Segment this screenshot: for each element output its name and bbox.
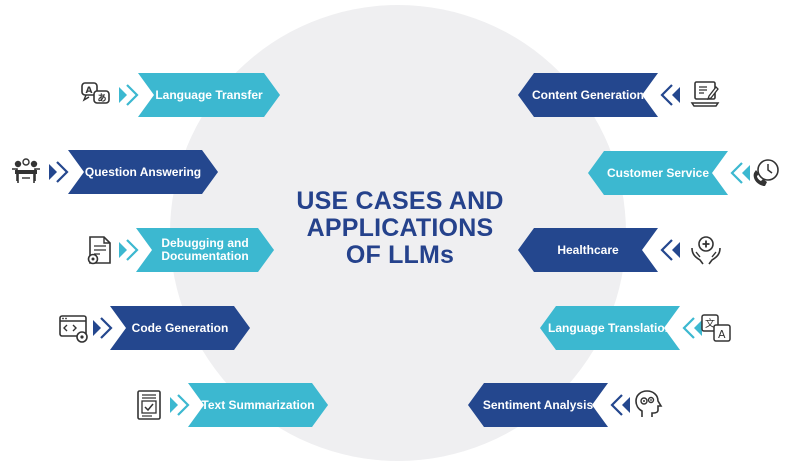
chevron-left-icon — [726, 151, 752, 195]
svg-text:A: A — [718, 328, 726, 341]
use-case-sentiment-analysis: Sentiment Analysis — [468, 383, 666, 427]
summary-document-icon — [134, 389, 166, 421]
use-case-label: Customer Service — [588, 151, 728, 195]
use-case-label: Debugging and Documentation — [136, 228, 274, 272]
use-case-healthcare: Healthcare — [518, 228, 724, 272]
chevron-left-icon — [678, 306, 704, 350]
use-case-label: Language Translation — [540, 306, 680, 350]
use-case-debugging-documentation: Debugging and Documentation — [84, 228, 274, 272]
chevron-left-icon — [656, 73, 682, 117]
document-gear-icon — [84, 234, 116, 266]
use-case-text-summarization: Text Summarization — [134, 383, 328, 427]
head-gears-icon — [632, 389, 664, 421]
chevron-right-icon — [47, 150, 73, 194]
chevron-left-icon — [606, 383, 632, 427]
laptop-edit-icon — [690, 79, 722, 111]
title-line-3: OF LLMs — [345, 241, 455, 269]
chevron-right-icon — [91, 306, 117, 350]
chevron-right-icon — [117, 228, 143, 272]
use-case-label: Text Summarization — [188, 383, 328, 427]
use-case-label: Sentiment Analysis — [468, 383, 608, 427]
svg-text:あ: あ — [98, 93, 107, 104]
svg-text:文: 文 — [705, 317, 715, 330]
chevron-left-icon — [656, 228, 682, 272]
use-case-content-generation: Content Generation — [518, 73, 724, 117]
use-case-label: Content Generation — [518, 73, 658, 117]
use-case-label: Language Transfer — [138, 73, 280, 117]
use-case-label: Healthcare — [518, 228, 658, 272]
use-case-label: Code Generation — [110, 306, 250, 350]
use-case-question-answering: Question Answering — [10, 150, 210, 194]
chevron-right-icon — [168, 383, 194, 427]
phone-clock-icon — [750, 157, 782, 189]
use-case-label: Question Answering — [68, 150, 218, 194]
chevron-right-icon — [117, 73, 143, 117]
use-case-code-generation: Code Generation — [58, 306, 250, 350]
hands-medical-icon — [690, 234, 722, 266]
title-line-2: APPLICATIONS — [306, 214, 494, 242]
people-meeting-icon — [10, 156, 42, 188]
page-title: USE CASES AND APPLICATIONS OF LLMs — [275, 188, 525, 269]
title-line-1: USE CASES AND — [296, 187, 504, 215]
code-window-icon — [58, 312, 90, 344]
use-case-customer-service: Customer Service — [588, 151, 780, 195]
svg-text:A: A — [86, 86, 93, 96]
